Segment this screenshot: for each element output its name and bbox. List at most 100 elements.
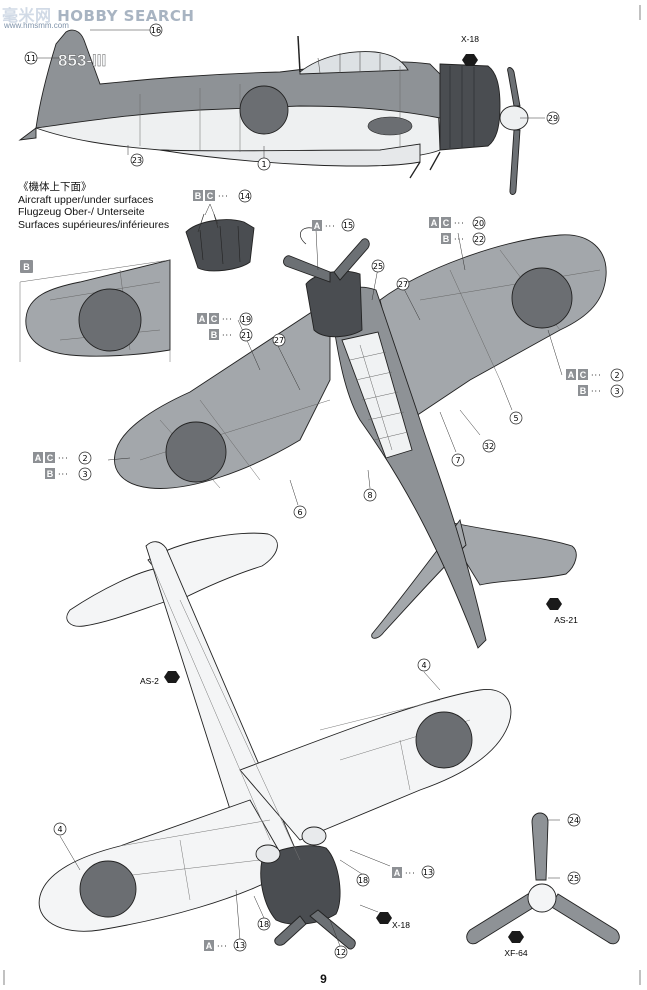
svg-text:AS-2: AS-2 [140,676,159,686]
svg-text:3: 3 [82,470,87,479]
svg-text:24: 24 [569,816,579,825]
svg-text:27: 27 [398,280,408,289]
svg-text:C: C [580,370,587,380]
svg-text:···: ··· [591,371,602,380]
callout-8: 8 [363,488,377,502]
callout-b-21: B ··· 21 [209,328,253,342]
svg-text:25: 25 [373,262,383,271]
tail-code: 853-III [58,51,106,70]
callout-as-2: AS-2 [140,671,180,686]
svg-text:A: A [394,868,401,878]
callout-4-left: 4 [53,822,67,836]
svg-text:15: 15 [343,221,353,230]
callout-1: 1 [257,157,271,171]
watermark-url: www.hmsmm.com [4,21,69,30]
callout-b-3-left: B ··· 3 [45,467,92,481]
svg-text:···: ··· [222,331,233,340]
svg-text:···: ··· [58,454,69,463]
callout-7: 7 [451,453,465,467]
callout-x18-top: X-18 [461,34,479,66]
svg-text:C: C [443,218,450,228]
callout-16: 16 [149,23,163,37]
top-right-hinomaru [511,267,573,329]
svg-text:···: ··· [58,470,69,479]
svg-text:19: 19 [241,315,251,324]
callout-6: 6 [293,505,307,519]
svg-text:X-18: X-18 [461,34,479,44]
svg-text:C: C [207,191,214,201]
svg-text:13: 13 [423,868,433,877]
side-hinomaru [239,85,289,135]
svg-text:···: ··· [591,387,602,396]
inset-b-wing-detail: B [19,259,171,362]
svg-text:4: 4 [57,825,62,834]
callout-25-prop: 25 [567,871,581,885]
svg-text:22: 22 [474,235,484,244]
svg-text:A: A [199,314,206,324]
callout-29: 29 [546,111,560,125]
callout-a-13-left: A ··· 13 [204,938,247,952]
callout-4-right: 4 [417,658,431,672]
svg-text:2: 2 [82,454,87,463]
svg-text:5: 5 [513,414,518,423]
svg-text:8: 8 [367,491,372,500]
svg-text:11: 11 [26,54,36,63]
callout-a-15: A ··· 15 [312,218,355,232]
svg-text:A: A [314,221,321,231]
callout-12: 12 [334,945,348,959]
callout-23: 23 [130,153,144,167]
side-view-aircraft [18,29,529,195]
watermark-cn: 毫米网 [2,6,52,25]
callout-32: 32 [482,439,496,453]
bottom-left-hinomaru [79,860,137,918]
heading-fr: Surfaces supérieures/inférieures [18,218,170,231]
svg-text:C: C [211,314,218,324]
callout-bc-14: B C ··· 14 [193,189,252,203]
callout-xf-64: XF-64 [504,931,528,958]
callout-18-left: 18 [257,917,271,931]
svg-text:···: ··· [325,222,336,231]
svg-text:···: ··· [454,235,465,244]
svg-text:20: 20 [474,219,484,228]
heading-jp: 《機体上下面》 [18,181,92,193]
svg-text:AS-21: AS-21 [554,615,578,625]
callout-ac-19: A C ··· 19 [197,312,253,326]
callout-b-3-right: B ··· 3 [578,384,624,398]
svg-text:21: 21 [241,331,251,340]
svg-text:18: 18 [259,920,269,929]
callout-27-right: 27 [396,277,410,291]
svg-text:B: B [195,191,202,201]
svg-text:XF-64: XF-64 [504,948,527,958]
callout-25-top: 25 [371,259,385,273]
svg-text:29: 29 [548,114,558,123]
section-heading: 《機体上下面》 Aircraft upper/under surfaces Fl… [18,181,169,231]
svg-text:A: A [568,370,575,380]
propeller-detail [466,812,620,945]
callout-a-13-right: A ··· 13 [392,865,435,879]
svg-text:2: 2 [614,371,619,380]
svg-text:B: B [443,234,450,244]
callout-b-22: B ··· 22 [441,232,486,246]
svg-text:25: 25 [569,874,579,883]
callout-18-right: 18 [356,873,370,887]
callout-11: 11 [24,51,38,65]
svg-text:14: 14 [240,192,250,201]
svg-text:18: 18 [358,876,368,885]
side-wing-hinomaru [367,116,413,136]
svg-text:7: 7 [455,456,460,465]
part-14-assembly [185,213,255,272]
top-left-hinomaru [165,421,227,483]
callout-24: 24 [567,813,581,827]
callout-5: 5 [509,411,523,425]
callout-27-left: 27 [272,333,286,347]
svg-text:···: ··· [405,869,416,878]
crop-marks [3,5,641,985]
watermark-en: HOBBY SEARCH [57,7,195,25]
svg-text:X-18: X-18 [392,920,410,930]
svg-text:27: 27 [274,336,284,345]
svg-text:12: 12 [336,948,346,957]
callout-as-21: AS-21 [546,598,578,625]
svg-text:A: A [206,941,213,951]
